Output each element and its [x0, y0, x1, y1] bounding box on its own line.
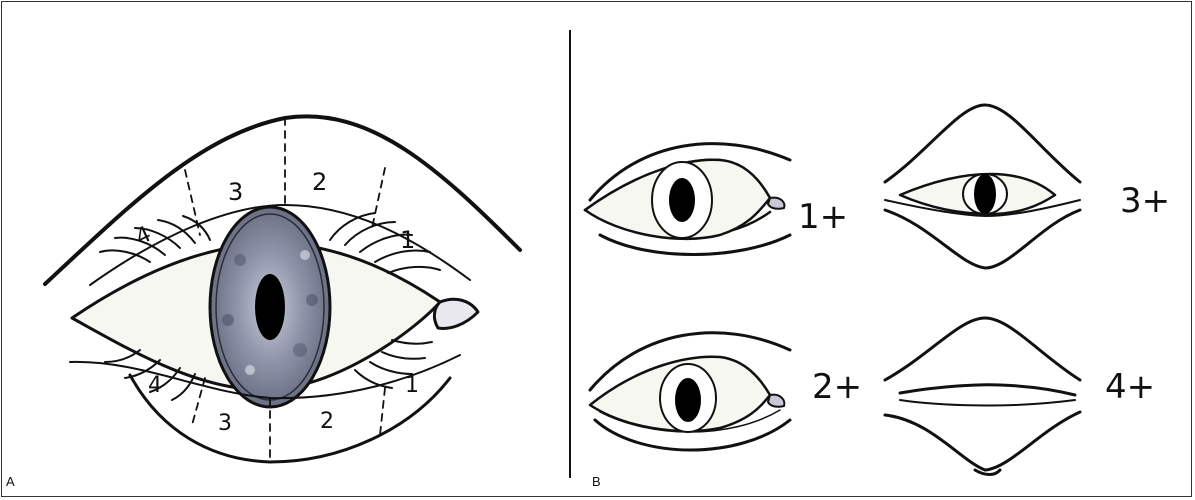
grade-label-2: 2+ — [812, 367, 862, 407]
upper-zone-label-3: 3 — [228, 178, 243, 206]
grade-4-eye — [885, 318, 1080, 475]
upper-zone-divider-3 — [372, 168, 385, 228]
grade-label-1: 1+ — [798, 197, 848, 237]
upper-zone-divider-1 — [185, 170, 200, 235]
pupil — [255, 274, 285, 340]
lower-zone-label-2: 2 — [320, 409, 334, 434]
panel-b-label: B — [592, 474, 601, 489]
panel-a-label: A — [6, 474, 15, 489]
grade-1-eye — [585, 144, 790, 255]
grade-label-4: 4+ — [1105, 367, 1155, 407]
grade-3-eye — [885, 105, 1080, 268]
grade-2-eye — [590, 333, 790, 450]
lower-zone-label-3: 3 — [218, 411, 232, 436]
caruncle — [434, 299, 478, 328]
lower-zone-divider-3 — [380, 388, 385, 435]
lower-zone-label-1: 1 — [405, 373, 419, 398]
upper-zone-label-2: 2 — [312, 168, 327, 196]
grade-label-3: 3+ — [1120, 181, 1170, 221]
lower-zone-label-4: 4 — [148, 373, 162, 398]
panel-a-large-eye — [45, 116, 520, 462]
upper-zone-label-1: 1 — [400, 226, 415, 254]
